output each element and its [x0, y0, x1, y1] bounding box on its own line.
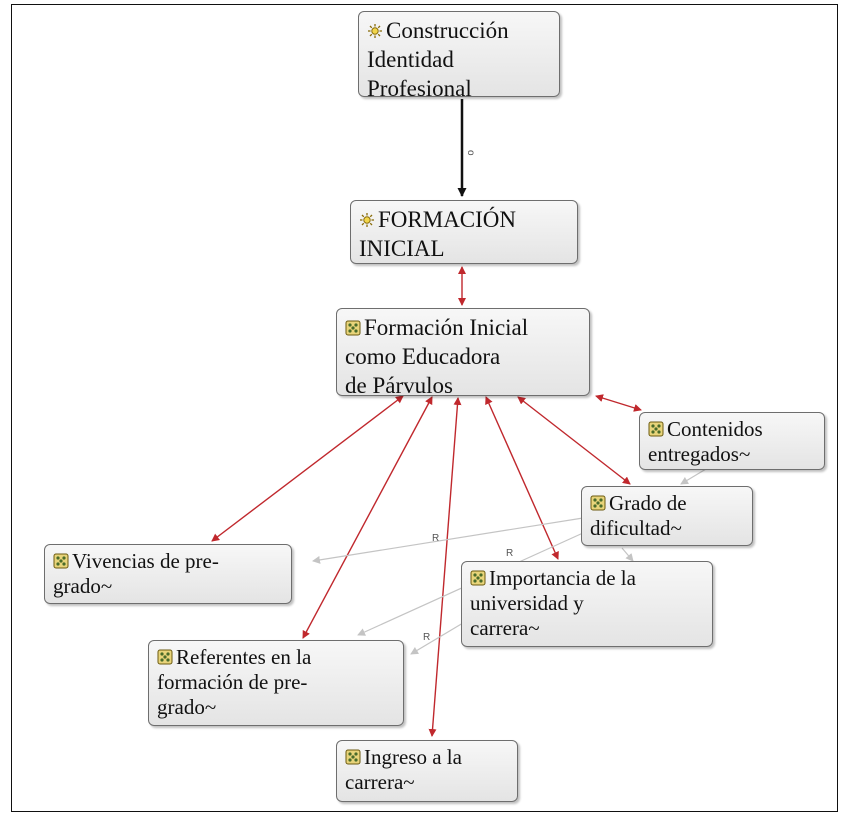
- code-icon: [648, 421, 664, 437]
- family-icon: [367, 23, 383, 39]
- node-label: Contenidos entregados~: [648, 417, 763, 466]
- edge-label-r2: R: [506, 548, 513, 559]
- code-icon: [470, 570, 486, 586]
- link-grado-contenidos: [680, 468, 707, 485]
- node-formacion-inicial[interactable]: FORMACIÓN INICIAL: [350, 200, 578, 264]
- code-icon: [345, 749, 361, 765]
- node-vivencias-pregrado[interactable]: Vivencias de pre- grado~: [44, 544, 292, 604]
- node-construccion-identidad[interactable]: Construcción Identidad Profesional: [358, 11, 560, 101]
- link-grado-importancia: [621, 547, 634, 562]
- node-label: Referentes en la formación de pre- grado…: [157, 645, 312, 719]
- link-educadora-referentes: [302, 396, 433, 639]
- code-icon: [345, 320, 361, 336]
- link-educadora-grado: [517, 396, 631, 485]
- node-label: Formación Inicial como Educadora de Párv…: [345, 315, 529, 398]
- node-label: Grado de dificultad~: [590, 491, 687, 540]
- code-icon: [53, 553, 69, 569]
- edge-label-r1: R: [432, 533, 439, 544]
- node-contenidos-entregados[interactable]: Contenidos entregados~: [639, 412, 825, 470]
- node-grado-dificultad[interactable]: Grado de dificultad~: [581, 486, 753, 546]
- node-formacion-educadora[interactable]: Formación Inicial como Educadora de Párv…: [336, 308, 590, 398]
- node-label: FORMACIÓN INICIAL: [359, 207, 517, 261]
- family-icon: [359, 212, 375, 228]
- edge-label-r3: R: [423, 632, 430, 643]
- edge-label-o: o: [465, 150, 476, 156]
- link-educadora-contenidos: [595, 394, 642, 412]
- link-grado-vivencias: [312, 517, 584, 564]
- code-icon: [590, 495, 606, 511]
- node-importancia-universidad[interactable]: Importancia de la universidad y carrera~: [461, 561, 713, 647]
- node-label: Importancia de la universidad y carrera~: [470, 566, 636, 640]
- link-educadora-vivencias: [211, 395, 404, 542]
- diagram-frame: [11, 4, 838, 812]
- link-educadora-ingreso: [428, 397, 462, 737]
- node-label: Vivencias de pre- grado~: [53, 549, 219, 598]
- link-educadora-importancia: [485, 396, 559, 560]
- node-ingreso-carrera[interactable]: Ingreso a la carrera~: [336, 740, 518, 802]
- code-icon: [157, 649, 173, 665]
- link-importancia-referentes: [410, 622, 464, 655]
- node-referentes-formacion[interactable]: Referentes en la formación de pre- grado…: [148, 640, 404, 726]
- node-label: Construcción Identidad Profesional: [367, 18, 509, 101]
- node-label: Ingreso a la carrera~: [345, 745, 462, 794]
